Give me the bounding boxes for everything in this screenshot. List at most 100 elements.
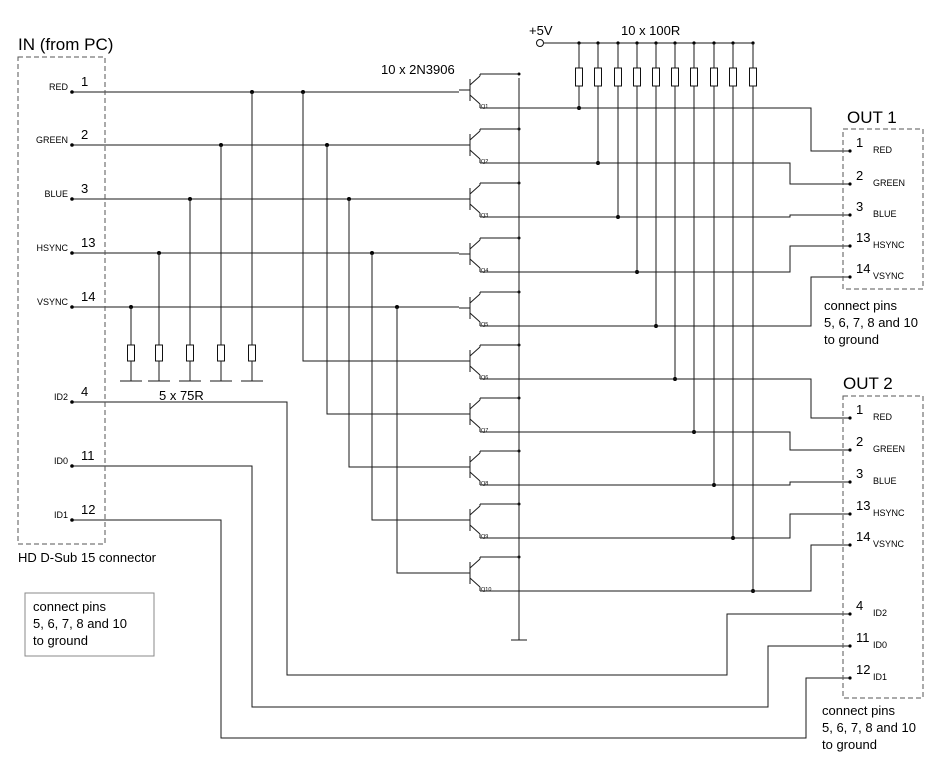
junction-dot bbox=[70, 400, 74, 404]
junction-dot bbox=[70, 90, 74, 94]
pnp-transistor: Q10 bbox=[459, 556, 519, 593]
pnp-transistor: Q4 bbox=[459, 237, 519, 274]
transistor-name: Q8 bbox=[481, 481, 488, 487]
in-pin-number: 14 bbox=[81, 289, 95, 304]
junction-dot bbox=[848, 149, 852, 153]
output-line bbox=[480, 378, 850, 419]
collector-lead bbox=[469, 471, 481, 482]
out2-pin-signal: ID2 bbox=[873, 608, 887, 618]
bus-to-transistor bbox=[371, 253, 459, 521]
termination-resistor bbox=[217, 344, 225, 362]
connectors bbox=[17, 56, 924, 699]
emitter-lead bbox=[469, 293, 481, 304]
in-pin-signal: ID1 bbox=[54, 510, 68, 520]
ground-note-line-1: connect pins bbox=[33, 599, 106, 614]
transistor-name: Q6 bbox=[481, 375, 488, 381]
in-pin-number: 4 bbox=[81, 384, 88, 399]
in-connector-label: HD D-Sub 15 connector bbox=[18, 550, 157, 565]
out1-pin-signal: BLUE bbox=[873, 209, 897, 219]
bus-to-transistor bbox=[348, 199, 459, 468]
pullup-resistors-label: 10 x 100R bbox=[621, 23, 680, 38]
out2-pin-signal: VSYNC bbox=[873, 539, 905, 549]
pnp-transistor: Q7 bbox=[459, 397, 519, 434]
junction-dot bbox=[848, 275, 852, 279]
bus-to-transistor bbox=[396, 307, 459, 574]
termination-resistor bbox=[186, 344, 194, 362]
junction-dot bbox=[70, 143, 74, 147]
out2-pin-number: 14 bbox=[856, 529, 870, 544]
out2-pin-number: 13 bbox=[856, 498, 870, 513]
junction-dot bbox=[848, 676, 852, 680]
out1-note-line-2: 5, 6, 7, 8 and 10 bbox=[824, 315, 918, 330]
bus-to-transistor bbox=[326, 145, 459, 415]
in-pin-number: 11 bbox=[81, 448, 95, 463]
emitter-lead bbox=[469, 130, 481, 141]
out2-pin-number: 4 bbox=[856, 598, 863, 613]
out2-note-line-3: to ground bbox=[822, 737, 877, 752]
pullup-resistor bbox=[749, 67, 757, 87]
junction-dot bbox=[848, 182, 852, 186]
out2-pin-signal: HSYNC bbox=[873, 508, 905, 518]
out1-connector-outline bbox=[842, 128, 924, 290]
out2-pin-number: 2 bbox=[856, 434, 863, 449]
emitter-lead bbox=[469, 558, 481, 569]
termination-resistor bbox=[248, 344, 256, 362]
junction-dot bbox=[848, 543, 852, 547]
in-pin-signal: HSYNC bbox=[36, 243, 68, 253]
emitter-lead bbox=[469, 346, 481, 357]
out1-pin-signal: HSYNC bbox=[873, 240, 905, 250]
transistors-label: 10 x 2N3906 bbox=[381, 62, 455, 77]
out2-connector-outline bbox=[842, 395, 924, 699]
pullup-resistor bbox=[614, 67, 622, 87]
junction-dot bbox=[848, 644, 852, 648]
out2-pin-number: 3 bbox=[856, 466, 863, 481]
pullup-resistor bbox=[594, 67, 602, 87]
transistor-name: Q9 bbox=[481, 534, 488, 540]
pin-labels: 1RED2GREEN3BLUE13HSYNC14VSYNC4ID211ID012… bbox=[36, 74, 905, 682]
out2-pin-signal: ID1 bbox=[873, 672, 887, 682]
out1-pin-number: 2 bbox=[856, 168, 863, 183]
transistor-name: Q3 bbox=[481, 213, 488, 219]
in-title: IN (from PC) bbox=[18, 35, 113, 54]
out2-pin-number: 12 bbox=[856, 662, 870, 677]
in-pin-number: 12 bbox=[81, 502, 95, 517]
junction-dot bbox=[848, 448, 852, 452]
collector-lead bbox=[469, 258, 481, 269]
collector-lead bbox=[469, 524, 481, 535]
transistor-name: Q2 bbox=[481, 159, 488, 165]
out2-pin-signal: ID0 bbox=[873, 640, 887, 650]
collector-lead bbox=[469, 312, 481, 323]
transistor-name: Q4 bbox=[481, 268, 488, 274]
bus-to-transistor bbox=[302, 92, 459, 362]
junction-dot bbox=[848, 480, 852, 484]
ground-note-box bbox=[24, 592, 155, 657]
supply-terminal bbox=[536, 39, 544, 47]
ground-note-line-2: 5, 6, 7, 8 and 10 bbox=[33, 616, 127, 631]
output-line bbox=[480, 162, 850, 185]
out1-note-line-1: connect pins bbox=[824, 298, 897, 313]
out2-pin-number: 1 bbox=[856, 402, 863, 417]
id-passthrough-line bbox=[72, 401, 850, 676]
in-pin-signal: VSYNC bbox=[37, 297, 69, 307]
junction-dot bbox=[70, 197, 74, 201]
transistor-name: Q10 bbox=[481, 587, 491, 593]
in-connector-outline bbox=[17, 56, 106, 545]
transistor-name: Q7 bbox=[481, 428, 488, 434]
ground-note-line-3: to ground bbox=[33, 633, 88, 648]
pullup-resistor bbox=[729, 67, 737, 87]
supply-label: +5V bbox=[529, 23, 553, 38]
junction-dot bbox=[70, 464, 74, 468]
pullup-resistor bbox=[633, 67, 641, 87]
out1-pin-signal: VSYNC bbox=[873, 271, 905, 281]
in-pin-signal: RED bbox=[49, 82, 69, 92]
pnp-transistor: Q6 bbox=[459, 344, 519, 381]
output-line bbox=[480, 513, 850, 539]
junction-dot bbox=[848, 612, 852, 616]
junction-dot bbox=[70, 251, 74, 255]
termination-resistors-label: 5 x 75R bbox=[159, 388, 204, 403]
transistor-name: Q1 bbox=[481, 104, 488, 110]
out2-title: OUT 2 bbox=[843, 374, 893, 393]
in-pin-signal: BLUE bbox=[44, 189, 68, 199]
out1-note-line-3: to ground bbox=[824, 332, 879, 347]
collector-lead bbox=[469, 418, 481, 429]
